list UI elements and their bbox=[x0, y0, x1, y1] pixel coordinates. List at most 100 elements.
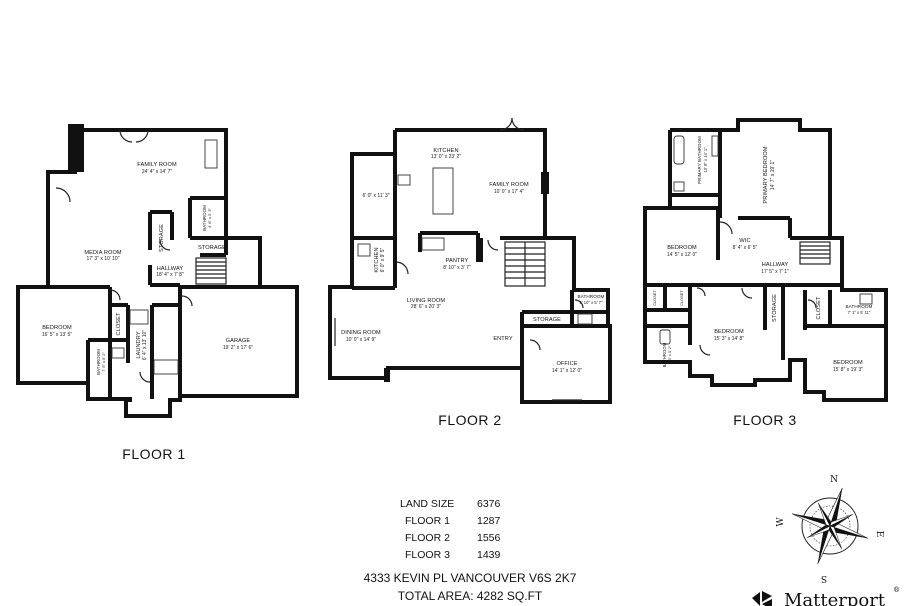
f2-nook-dims: 6' 0" x 11' 3" bbox=[362, 193, 389, 199]
f1-bedroom-name: BEDROOM bbox=[42, 325, 72, 331]
f2-kitchen-2-dims: 6' 0" x 9' 5" bbox=[380, 247, 386, 272]
f3-hallway-dims: 17' 5" x 7' 1" bbox=[761, 269, 789, 275]
floor-2-stove bbox=[357, 243, 371, 257]
summary-label-floor-2: FLOOR 2 bbox=[405, 532, 450, 544]
floor-1-doors bbox=[55, 129, 193, 383]
floor-2-fireplace bbox=[541, 172, 549, 194]
f2-bathroom-name: BATHROOM bbox=[577, 294, 604, 299]
floor-1-room-labels: FAMILY ROOM 24' 4" x 14' 7" MEDIA ROOM 1… bbox=[42, 162, 253, 375]
summary-value-floor-1: 1287 bbox=[477, 515, 501, 527]
f1-storage-1-name: STORAGE bbox=[159, 224, 165, 252]
floor-3-toilet bbox=[859, 293, 873, 305]
f2-kitchen-dims: 13' 0" x 23' 2" bbox=[431, 154, 461, 160]
f3-bedroom-3-dims: 15' 8" x 19' 3" bbox=[833, 367, 863, 373]
f2-living-room-name: LIVING ROOM bbox=[407, 298, 446, 304]
f1-hallway-name: HALLWAY bbox=[157, 266, 184, 272]
f2-kitchen-2-name: KITCHEN bbox=[374, 247, 380, 272]
f1-bathroom-2-dims: 7' 5" x 5' 2" bbox=[101, 352, 106, 372]
floor-2-sink bbox=[397, 174, 411, 186]
f2-office-dims: 14' 1" x 12' 0" bbox=[552, 368, 582, 374]
compass-west: W bbox=[776, 517, 786, 527]
f3-bathroom-2-dims: 7' 5" x 5' 2" bbox=[668, 345, 672, 364]
f1-garage-dims: 19' 2" x 17' 6" bbox=[223, 345, 253, 351]
f1-family-room-dims: 24' 4" x 14' 7" bbox=[142, 169, 172, 175]
f1-bathroom-1-dims: 4' 8" x 5' 3" bbox=[207, 208, 212, 228]
floor-2-post bbox=[384, 368, 390, 382]
compass-rose: N S E W bbox=[776, 475, 884, 583]
f2-pantry-dims: 8' 10" x 3' 7" bbox=[443, 265, 471, 271]
floor-3-plan bbox=[643, 118, 888, 402]
primary-toilet bbox=[673, 181, 685, 192]
f2-pantry-name: PANTRY bbox=[446, 258, 469, 264]
pantry-shelf bbox=[421, 237, 445, 251]
f3-primary-bedroom-dims: 14' 7" x 19' 1" bbox=[770, 160, 776, 190]
summary-label-floor-1: FLOOR 1 bbox=[405, 515, 450, 527]
f1-family-room-name: FAMILY ROOM bbox=[137, 162, 177, 168]
floor-3-tub bbox=[659, 329, 671, 345]
summary-label-floor-3: FLOOR 3 bbox=[405, 549, 450, 561]
f1-garage-name: GARAGE bbox=[226, 338, 251, 344]
fireplace bbox=[68, 124, 84, 172]
f2-family-room-dims: 10' 0" x 17' 4" bbox=[494, 189, 524, 195]
matterport-logo-icon bbox=[752, 591, 772, 606]
floor-1-counter bbox=[153, 359, 179, 375]
floor-3-outer-wall bbox=[643, 118, 888, 402]
floor-2-windows bbox=[334, 318, 582, 401]
kitchen-island bbox=[432, 167, 454, 215]
f3-closet-3-name: CLOSET bbox=[816, 296, 822, 319]
summary-label-land-size: LAND SIZE bbox=[400, 498, 454, 510]
floor-1-washer bbox=[129, 309, 149, 325]
f3-bedroom-1-dims: 14' 5" x 12' 0" bbox=[667, 252, 697, 258]
f1-media-room-dims: 17' 3" x 10' 10" bbox=[87, 256, 120, 262]
floor-3-stairs bbox=[799, 241, 831, 265]
floor-3-doors bbox=[696, 221, 817, 356]
floor-2-stairs bbox=[504, 241, 546, 287]
f3-bathroom-2-name: BATHROOM bbox=[662, 342, 667, 367]
floor-2-plan bbox=[328, 117, 612, 404]
f3-wic-name: WIC bbox=[739, 238, 750, 244]
floor-1-plan bbox=[16, 124, 299, 418]
floor-3-room-labels: PRIMARY BATHROOM 10' 9" x 14' 1" PRIMARY… bbox=[653, 136, 872, 373]
floor-1-stairs bbox=[195, 257, 227, 285]
total-area: TOTAL AREA: 4282 SQ.FT bbox=[398, 589, 543, 603]
f1-bathroom-2-name: BATHROOM bbox=[96, 349, 101, 375]
floor-1-toilet bbox=[111, 347, 125, 359]
f3-bedroom-2-name: BEDROOM bbox=[714, 329, 744, 335]
f2-bathroom-dims: 5' 10" x 5' 7" bbox=[580, 300, 603, 305]
f3-wic-dims: 8' 4" x 6' 5" bbox=[733, 245, 758, 251]
f1-bedroom-dims: 16' 5" x 13' 5" bbox=[42, 332, 72, 338]
f3-storage-name: STORAGE bbox=[772, 294, 778, 322]
floor-1-cabinet bbox=[204, 139, 218, 169]
f3-bathroom-1-dims: 7' 1" x 5' 11" bbox=[848, 310, 871, 315]
f1-hallway-dims: 18' 4" x 7' 8" bbox=[156, 272, 184, 278]
f1-laundry-name: LAUNDRY bbox=[136, 331, 142, 358]
f2-dining-room-name: DINING ROOM bbox=[341, 330, 381, 336]
summary-value-floor-3: 1439 bbox=[477, 549, 501, 561]
f2-storage-name: STORAGE bbox=[533, 317, 561, 323]
f1-media-room-name: MEDIA ROOM bbox=[84, 250, 122, 256]
f2-family-room-name: FAMILY ROOM bbox=[489, 182, 529, 188]
compass-east: E bbox=[874, 531, 884, 538]
f2-kitchen-name: KITCHEN bbox=[433, 148, 458, 154]
f3-bedroom-1-name: BEDROOM bbox=[667, 245, 697, 251]
floor-2-toilet bbox=[577, 313, 593, 325]
floor-3-label: FLOOR 3 bbox=[733, 412, 796, 428]
f1-closet-name: CLOSET bbox=[116, 312, 122, 335]
f1-storage-2-name: STORAGE bbox=[198, 245, 226, 251]
f2-office-name: OFFICE bbox=[556, 361, 577, 367]
floor-1-label: FLOOR 1 bbox=[122, 446, 185, 462]
summary-value-land-size: 6376 bbox=[477, 498, 501, 510]
f1-laundry-dims: 6' 4" x 13' 10" bbox=[142, 330, 148, 360]
f3-bathroom-1-name: BATHROOM bbox=[845, 304, 872, 309]
f3-hallway-name: HALLWAY bbox=[762, 262, 789, 268]
floor-3-interior-walls bbox=[645, 130, 886, 360]
f3-primary-bedroom-name: PRIMARY BEDROOM bbox=[763, 146, 769, 203]
summary-value-floor-2: 1556 bbox=[477, 532, 501, 544]
primary-bathtub bbox=[673, 135, 685, 165]
floor-1-outer-wall bbox=[16, 124, 299, 418]
f3-closet-2-name: CLOSET bbox=[680, 290, 684, 306]
compass-north: N bbox=[830, 475, 838, 485]
floor-1-interior-walls bbox=[48, 196, 260, 399]
f2-living-room-dims: 28' 6" x 20' 3" bbox=[411, 304, 441, 310]
